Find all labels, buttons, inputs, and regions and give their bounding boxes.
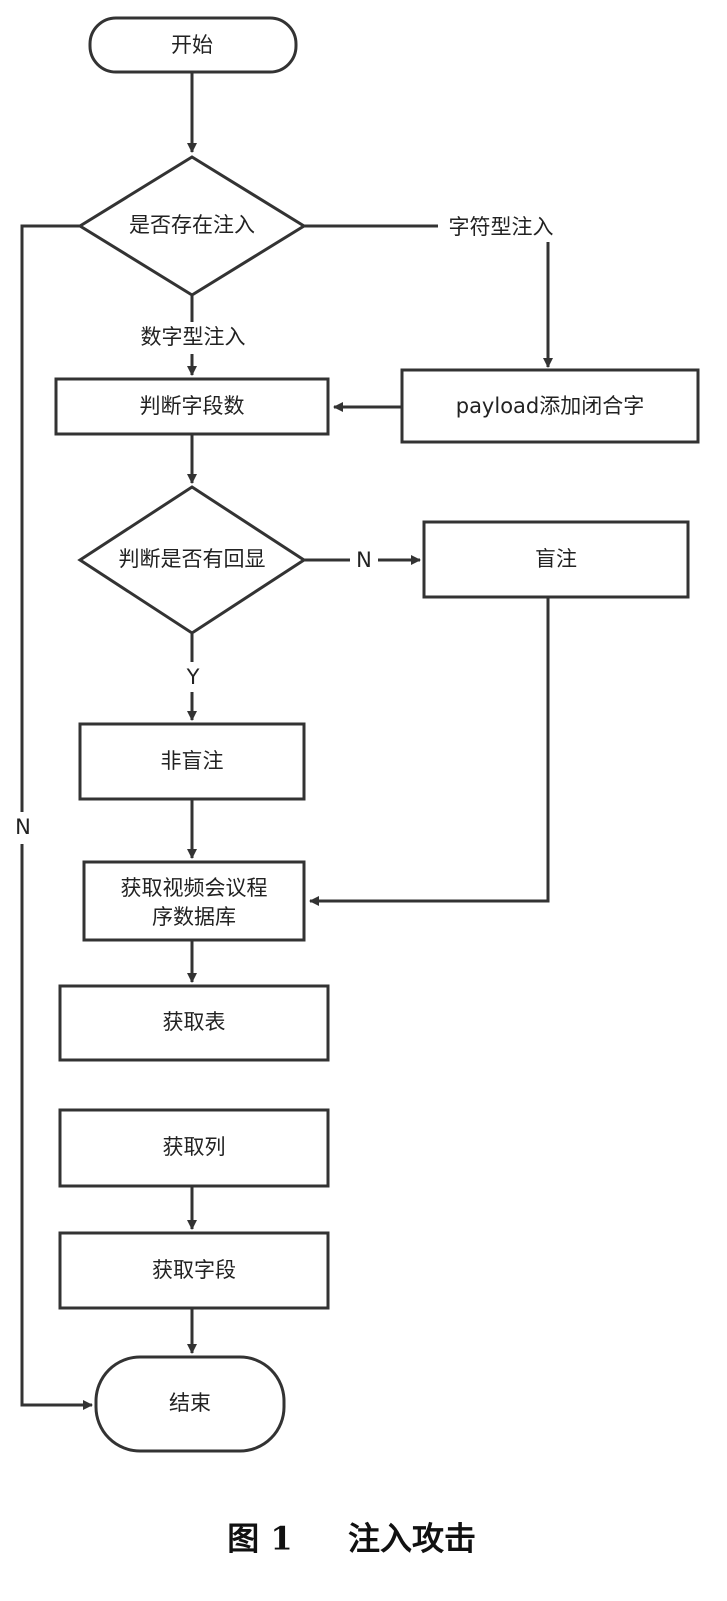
get-field-box: [58, 1231, 330, 1310]
get-db-label-line2: 序数据库: [152, 905, 236, 929]
start-terminal: [88, 16, 298, 74]
edge-blind-to-getdb: [309, 598, 550, 906]
edge-label-string: 字符型注入: [449, 215, 554, 239]
non-blind-box: [78, 722, 306, 801]
edge-label-yes-echo: Y: [186, 665, 200, 689]
blind-box: [422, 520, 690, 599]
check-injection-label: 是否存在注入: [129, 213, 255, 237]
no-injection-label-bg: [10, 812, 36, 844]
check-echo-decision: [77, 485, 307, 635]
field-count-label: 判断字段数: [140, 394, 245, 418]
get-table-box: [58, 984, 330, 1062]
get-column-box: [58, 1108, 330, 1188]
figure-title: 注入攻击: [348, 1520, 476, 1558]
end-label: 结束: [169, 1391, 211, 1415]
get-field-label: 获取字段: [152, 1258, 236, 1282]
payload-label: payload添加闭合字: [456, 394, 645, 418]
field-count-box: [54, 377, 330, 436]
get-db-label-line1: 获取视频会议程: [121, 876, 268, 900]
numeric-label-bg: [128, 322, 258, 354]
no-echo-label-bg: [350, 546, 378, 576]
get-db-box: [82, 860, 306, 942]
end-terminal: [94, 1355, 286, 1453]
get-table-label: 获取表: [163, 1010, 226, 1034]
payload-box: [400, 368, 700, 444]
string-label-bg: [438, 212, 564, 242]
yes-echo-label-bg: [180, 662, 206, 692]
edge-label-numeric: 数字型注入: [141, 325, 246, 349]
check-injection-decision: [77, 155, 307, 297]
check-echo-label: 判断是否有回显: [119, 547, 266, 571]
figure-number: 图 1: [227, 1520, 292, 1558]
get-column-label: 获取列: [163, 1135, 226, 1159]
edge-check-to-payload: [304, 224, 553, 368]
start-label: 开始: [171, 33, 213, 57]
blind-label: 盲注: [535, 547, 577, 571]
non-blind-label: 非盲注: [161, 749, 224, 773]
edge-label-no-injection: N: [15, 815, 31, 839]
edge-label-no-echo: N: [356, 548, 372, 572]
